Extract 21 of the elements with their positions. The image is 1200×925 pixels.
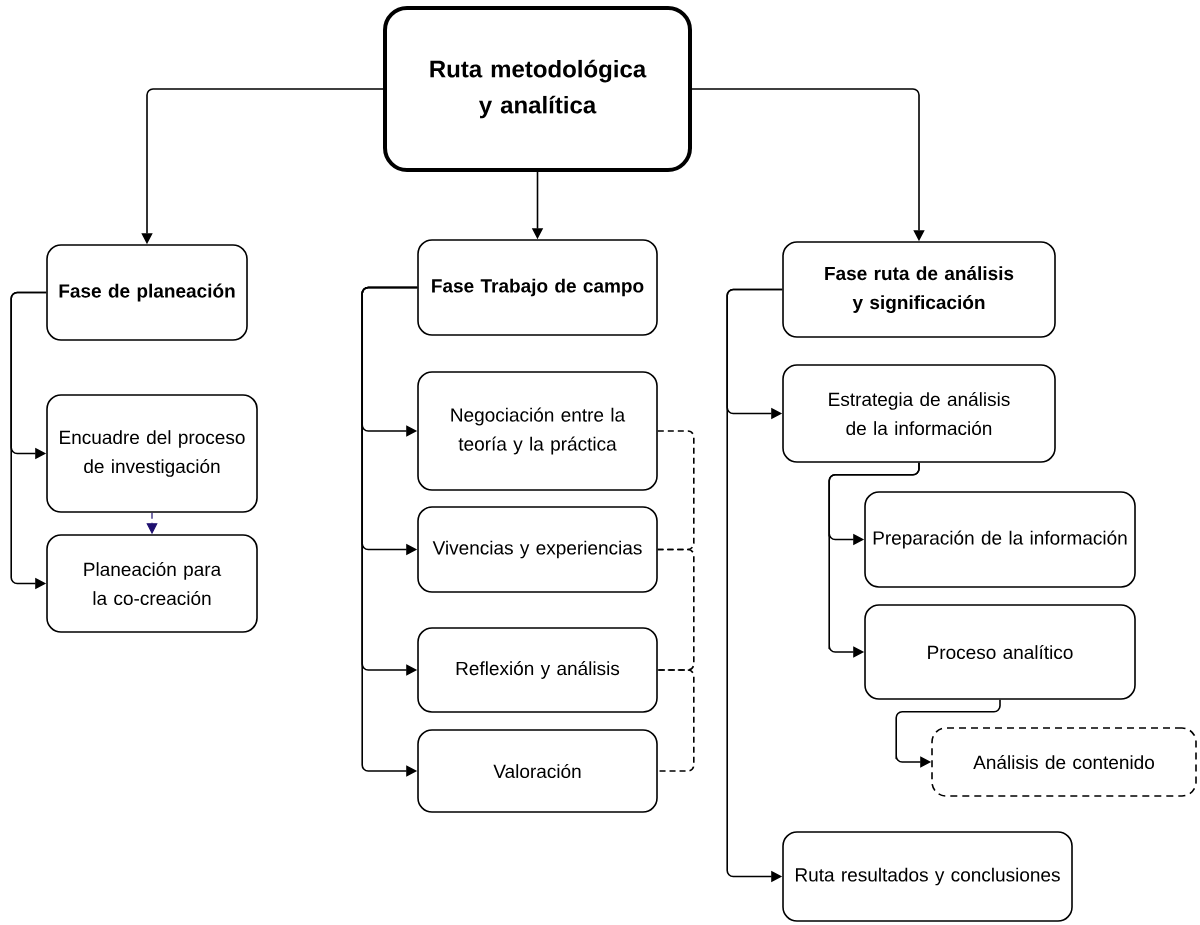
heading-box: Fase de planeación	[46, 244, 248, 341]
connector	[657, 430, 695, 551]
process-box: Negociación entre la teoría y la práctica	[417, 371, 658, 491]
process-box: Encuadre del proceso de investigación	[46, 394, 258, 513]
heading-box: Fase ruta de análisis y significación	[782, 241, 1056, 338]
process-box: Vivencias y experiencias	[417, 506, 658, 593]
process-box: Reflexión y análisis	[417, 627, 658, 713]
process-box: Preparación de la información	[864, 491, 1136, 588]
arrow	[895, 699, 1001, 768]
process-box: Valoración	[417, 729, 658, 813]
process-box: Estrategia de análisis de la información	[782, 364, 1056, 463]
arrow	[828, 462, 920, 658]
connector	[657, 669, 695, 772]
process-box: Ruta resultados y conclusiones	[782, 831, 1073, 922]
process-box: Proceso analítico	[864, 604, 1136, 700]
title-box: Ruta metodológica y analítica	[383, 6, 692, 172]
arrow	[361, 286, 418, 777]
connector	[657, 548, 695, 671]
process-box: Planeación para la co-creación	[46, 534, 258, 633]
heading-box: Fase Trabajo de campo	[417, 239, 658, 336]
dashed-box: Análisis de contenido	[931, 727, 1197, 797]
